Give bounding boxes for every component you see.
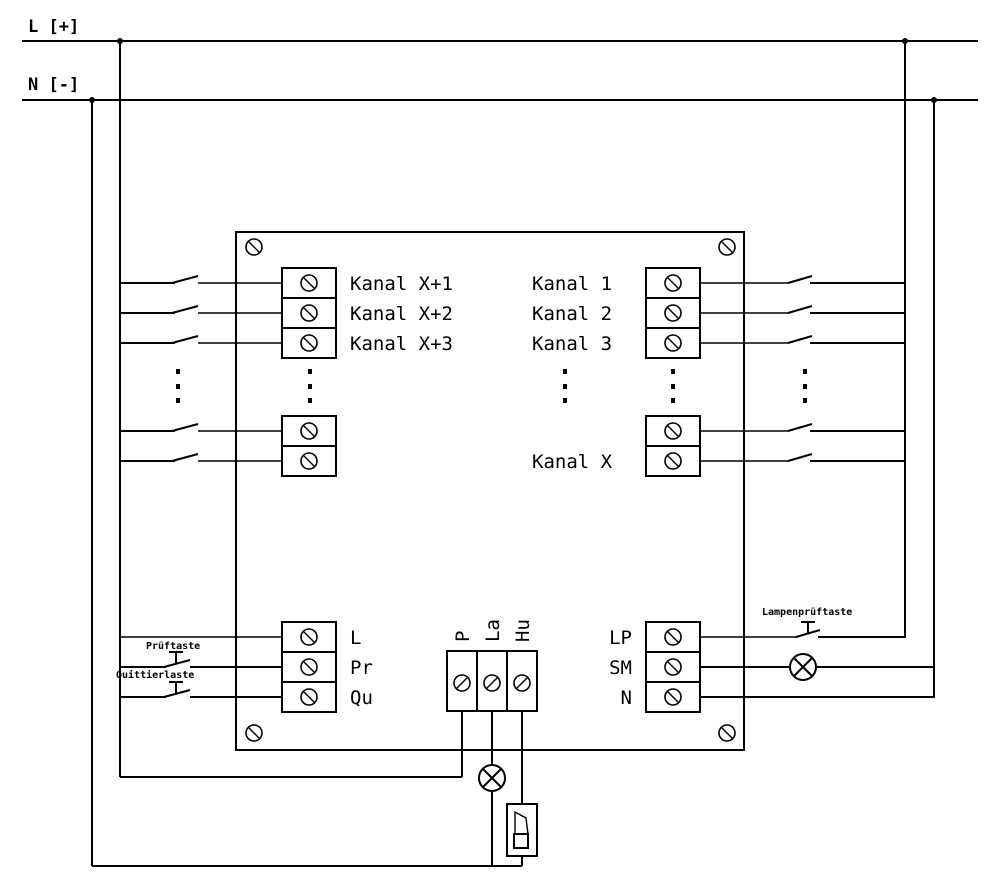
mounting-screws: [245, 238, 736, 742]
terminal-label-pr: Pr: [350, 657, 373, 679]
continuation-dots: [176, 369, 807, 403]
channel-label-3: Kanal 3: [532, 333, 612, 355]
terminal-label-hu: Hu: [512, 619, 534, 642]
bottom-wiring: [92, 711, 523, 867]
right-control-wiring: [700, 621, 934, 698]
signal-lamp-icon: [789, 653, 817, 681]
right-control-terminals: [645, 621, 701, 713]
channel-label-x1: Kanal X+1: [350, 273, 453, 295]
terminal-label-n: N: [621, 687, 632, 709]
terminal-label-lp: LP: [609, 627, 632, 649]
neutral-bus-label: N [-]: [28, 75, 79, 95]
indicator-lamp-icon: [478, 764, 506, 792]
channel-label-1: Kanal 1: [532, 273, 612, 295]
terminal-label-la: La: [482, 619, 504, 642]
test-button-label: Prüftaste: [146, 641, 200, 652]
terminal-label-p: P: [452, 631, 474, 642]
acknowledge-button-label: Quittierlaste: [116, 669, 194, 681]
left-control-wiring: [120, 636, 282, 698]
right-channel-terminals: [645, 267, 701, 477]
bottom-terminals: [446, 650, 538, 712]
lamp-test-button-label: Lampenprüftaste: [762, 607, 852, 618]
channel-label-x: Kanal X: [532, 451, 613, 473]
terminal-label-qu: Qu: [350, 687, 373, 709]
channel-label-x3: Kanal X+3: [350, 333, 453, 355]
terminal-label-l: L: [350, 627, 361, 649]
line-bus-label: L [+]: [28, 17, 79, 37]
horn-icon: [506, 803, 538, 857]
channel-label-x2: Kanal X+2: [350, 303, 453, 325]
right-channel-switches: [700, 275, 905, 462]
channel-label-2: Kanal 2: [532, 303, 612, 325]
left-channel-terminals: [281, 267, 337, 477]
left-control-terminals: [281, 621, 337, 713]
terminal-label-sm: SM: [609, 657, 632, 679]
left-channel-switches: [120, 275, 282, 462]
